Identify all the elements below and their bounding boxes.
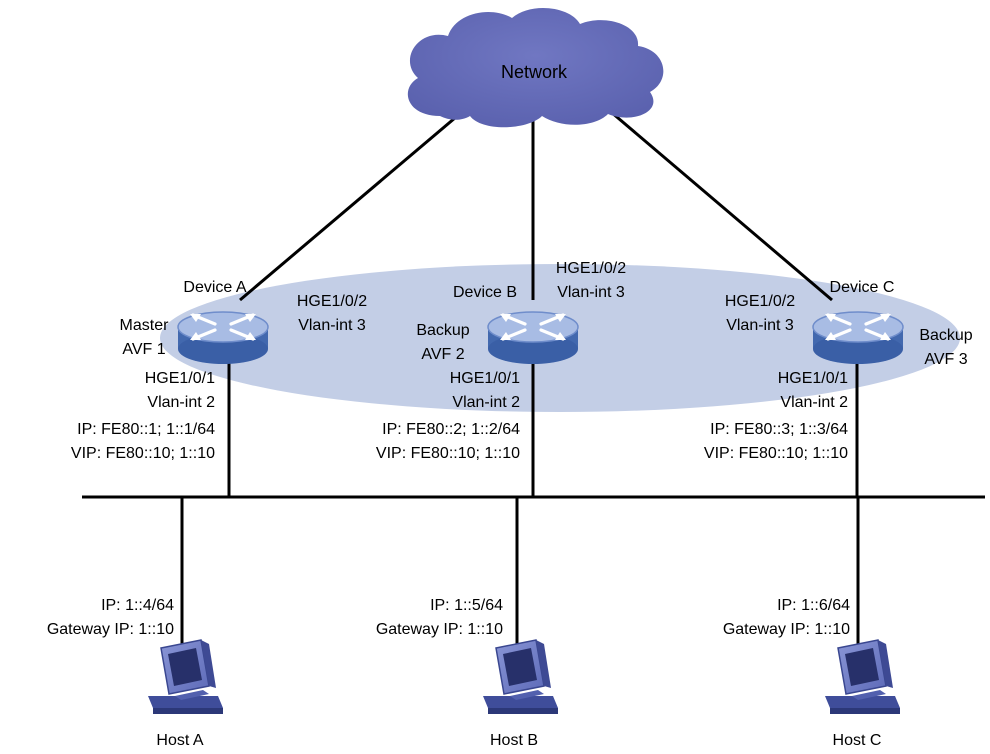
host-b-ip: IP: 1::5/64 (430, 597, 503, 614)
device-b-uplink-port: HGE1/0/2 (556, 260, 626, 277)
device-b-role: Backup (416, 322, 469, 339)
host-a-gateway: Gateway IP: 1::10 (47, 621, 174, 638)
device-c-uplink-vlan: Vlan-int 3 (726, 317, 794, 334)
device-c-ip: IP: FE80::3; 1::3/64 (710, 421, 848, 438)
device-b-avf: AVF 2 (421, 346, 464, 363)
host-pc-icon (482, 639, 559, 715)
device-c-downlink-port: HGE1/0/1 (778, 370, 848, 387)
device-a-avf: AVF 1 (122, 341, 165, 358)
device-a-role: Master (120, 317, 170, 334)
uplink-device-a (239, 110, 463, 302)
host-b-labels: IP: 1::5/64 Gateway IP: 1::10 Host B (376, 597, 538, 749)
host-pc-icon (147, 639, 224, 715)
device-c-uplink-port: HGE1/0/2 (725, 293, 795, 310)
host-b-name: Host B (490, 732, 538, 749)
device-b-ip: IP: FE80::2; 1::2/64 (382, 421, 520, 438)
host-a-labels: IP: 1::4/64 Gateway IP: 1::10 Host A (47, 597, 204, 749)
host-c-ip: IP: 1::6/64 (777, 597, 850, 614)
router-icon (811, 310, 905, 366)
device-b-labels: Device B HGE1/0/2 Vlan-int 3 Backup AVF … (376, 260, 626, 462)
host-a-name: Host A (156, 732, 203, 749)
device-a-uplink-vlan: Vlan-int 3 (298, 317, 366, 334)
device-a-downlink-vlan: Vlan-int 2 (147, 394, 215, 411)
device-b-uplink-vlan: Vlan-int 3 (557, 284, 625, 301)
device-c-name: Device C (830, 279, 895, 296)
host-pc-icon (824, 639, 901, 715)
router-icon (176, 310, 270, 366)
device-b-downlink-port: HGE1/0/1 (450, 370, 520, 387)
device-b-downlink-vlan: Vlan-int 2 (452, 394, 520, 411)
device-a-name: Device A (183, 279, 246, 296)
cloud-icon (407, 7, 664, 128)
host-c-labels: IP: 1::6/64 Gateway IP: 1::10 Host C (723, 597, 882, 749)
device-a-downlink-port: HGE1/0/1 (145, 370, 215, 387)
device-c-vip: VIP: FE80::10; 1::10 (704, 445, 848, 462)
network-label: Network (501, 62, 568, 82)
device-a-uplink-port: HGE1/0/2 (297, 293, 367, 310)
network-cloud: Network (407, 7, 664, 128)
device-a-vip: VIP: FE80::10; 1::10 (71, 445, 215, 462)
device-c-avf: AVF 3 (924, 351, 967, 368)
device-a-labels: Device A Master AVF 1 HGE1/0/2 Vlan-int … (71, 279, 367, 462)
host-b-gateway: Gateway IP: 1::10 (376, 621, 503, 638)
uplink-device-c (610, 110, 833, 302)
device-b-name: Device B (453, 284, 517, 301)
host-a-ip: IP: 1::4/64 (101, 597, 174, 614)
device-c-labels: Device C HGE1/0/2 Vlan-int 3 Backup AVF … (704, 279, 973, 462)
device-c-downlink-vlan: Vlan-int 2 (780, 394, 848, 411)
router-icon (486, 310, 580, 366)
uplinks (239, 110, 833, 302)
host-c-name: Host C (833, 732, 882, 749)
host-c-gateway: Gateway IP: 1::10 (723, 621, 850, 638)
device-c-role: Backup (919, 327, 972, 344)
device-b-vip: VIP: FE80::10; 1::10 (376, 445, 520, 462)
device-a-ip: IP: FE80::1; 1::1/64 (77, 421, 215, 438)
